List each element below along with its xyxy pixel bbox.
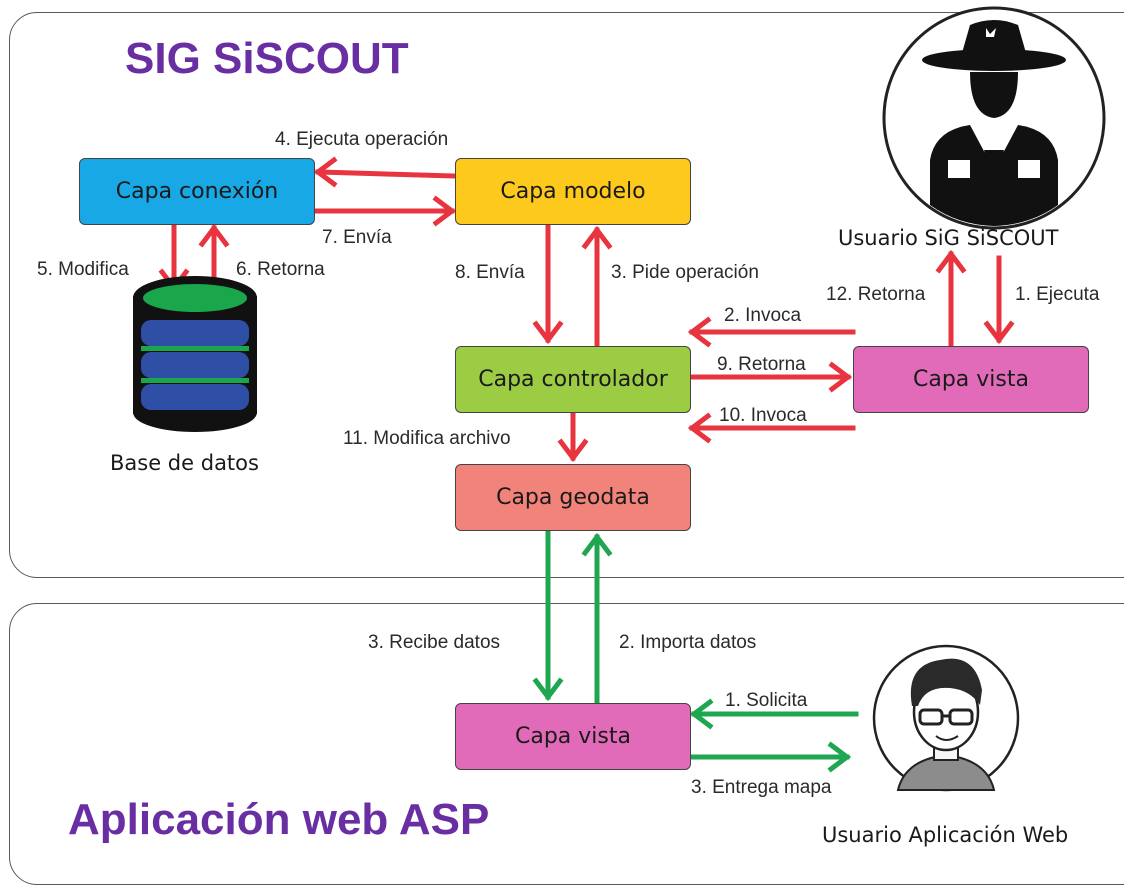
label-pide-operacion: 3. Pide operación bbox=[611, 262, 759, 283]
capa-vista-web-box: Capa vista bbox=[455, 703, 691, 770]
label-invoca-2: 2. Invoca bbox=[724, 305, 802, 326]
label-modifica-5: 5. Modifica bbox=[37, 259, 129, 280]
web-app-title: Aplicación web ASP bbox=[68, 795, 490, 844]
sig-siscout-title: SIG SiSCOUT bbox=[125, 34, 409, 83]
label-envia-8: 8. Envía bbox=[455, 262, 525, 283]
label-retorna-12: 12. Retorna bbox=[826, 284, 926, 305]
label-importa-datos: 2. Importa datos bbox=[619, 632, 757, 653]
capa-vista-sig-box: Capa vista bbox=[853, 346, 1089, 413]
capa-modelo-box: Capa modelo bbox=[455, 158, 691, 225]
label-ejecuta-operacion: 4. Ejecuta operación bbox=[275, 129, 449, 150]
label-recibe-datos: 3. Recibe datos bbox=[368, 632, 501, 653]
label-entrega-mapa: 3. Entrega mapa bbox=[691, 777, 832, 798]
capa-conexion-box: Capa conexión bbox=[79, 158, 315, 225]
label-retorna-6: 6. Retorna bbox=[236, 259, 325, 280]
label-solicita: 1. Solicita bbox=[725, 690, 808, 711]
label-ejecuta-1: 1. Ejecuta bbox=[1015, 284, 1100, 305]
user-sig-caption: Usuario SiG SiSCOUT bbox=[838, 226, 1059, 250]
capa-controlador-box: Capa controlador bbox=[455, 346, 691, 413]
user-web-caption: Usuario Aplicación Web bbox=[822, 823, 1069, 847]
label-invoca-10: 10. Invoca bbox=[719, 405, 807, 426]
label-modifica-archivo: 11. Modifica archivo bbox=[343, 428, 511, 449]
diagram-canvas bbox=[133, 6, 1106, 792]
database-caption: Base de datos bbox=[110, 451, 259, 475]
database-icon bbox=[133, 276, 257, 432]
arrow-ejecuta-operacion bbox=[315, 169, 458, 179]
label-envia-7: 7. Envía bbox=[322, 227, 392, 248]
capa-geodata-box: Capa geodata bbox=[455, 464, 691, 531]
scout-user-icon bbox=[882, 6, 1106, 230]
web-user-icon bbox=[872, 644, 1020, 792]
label-retorna-9: 9. Retorna bbox=[717, 354, 806, 375]
